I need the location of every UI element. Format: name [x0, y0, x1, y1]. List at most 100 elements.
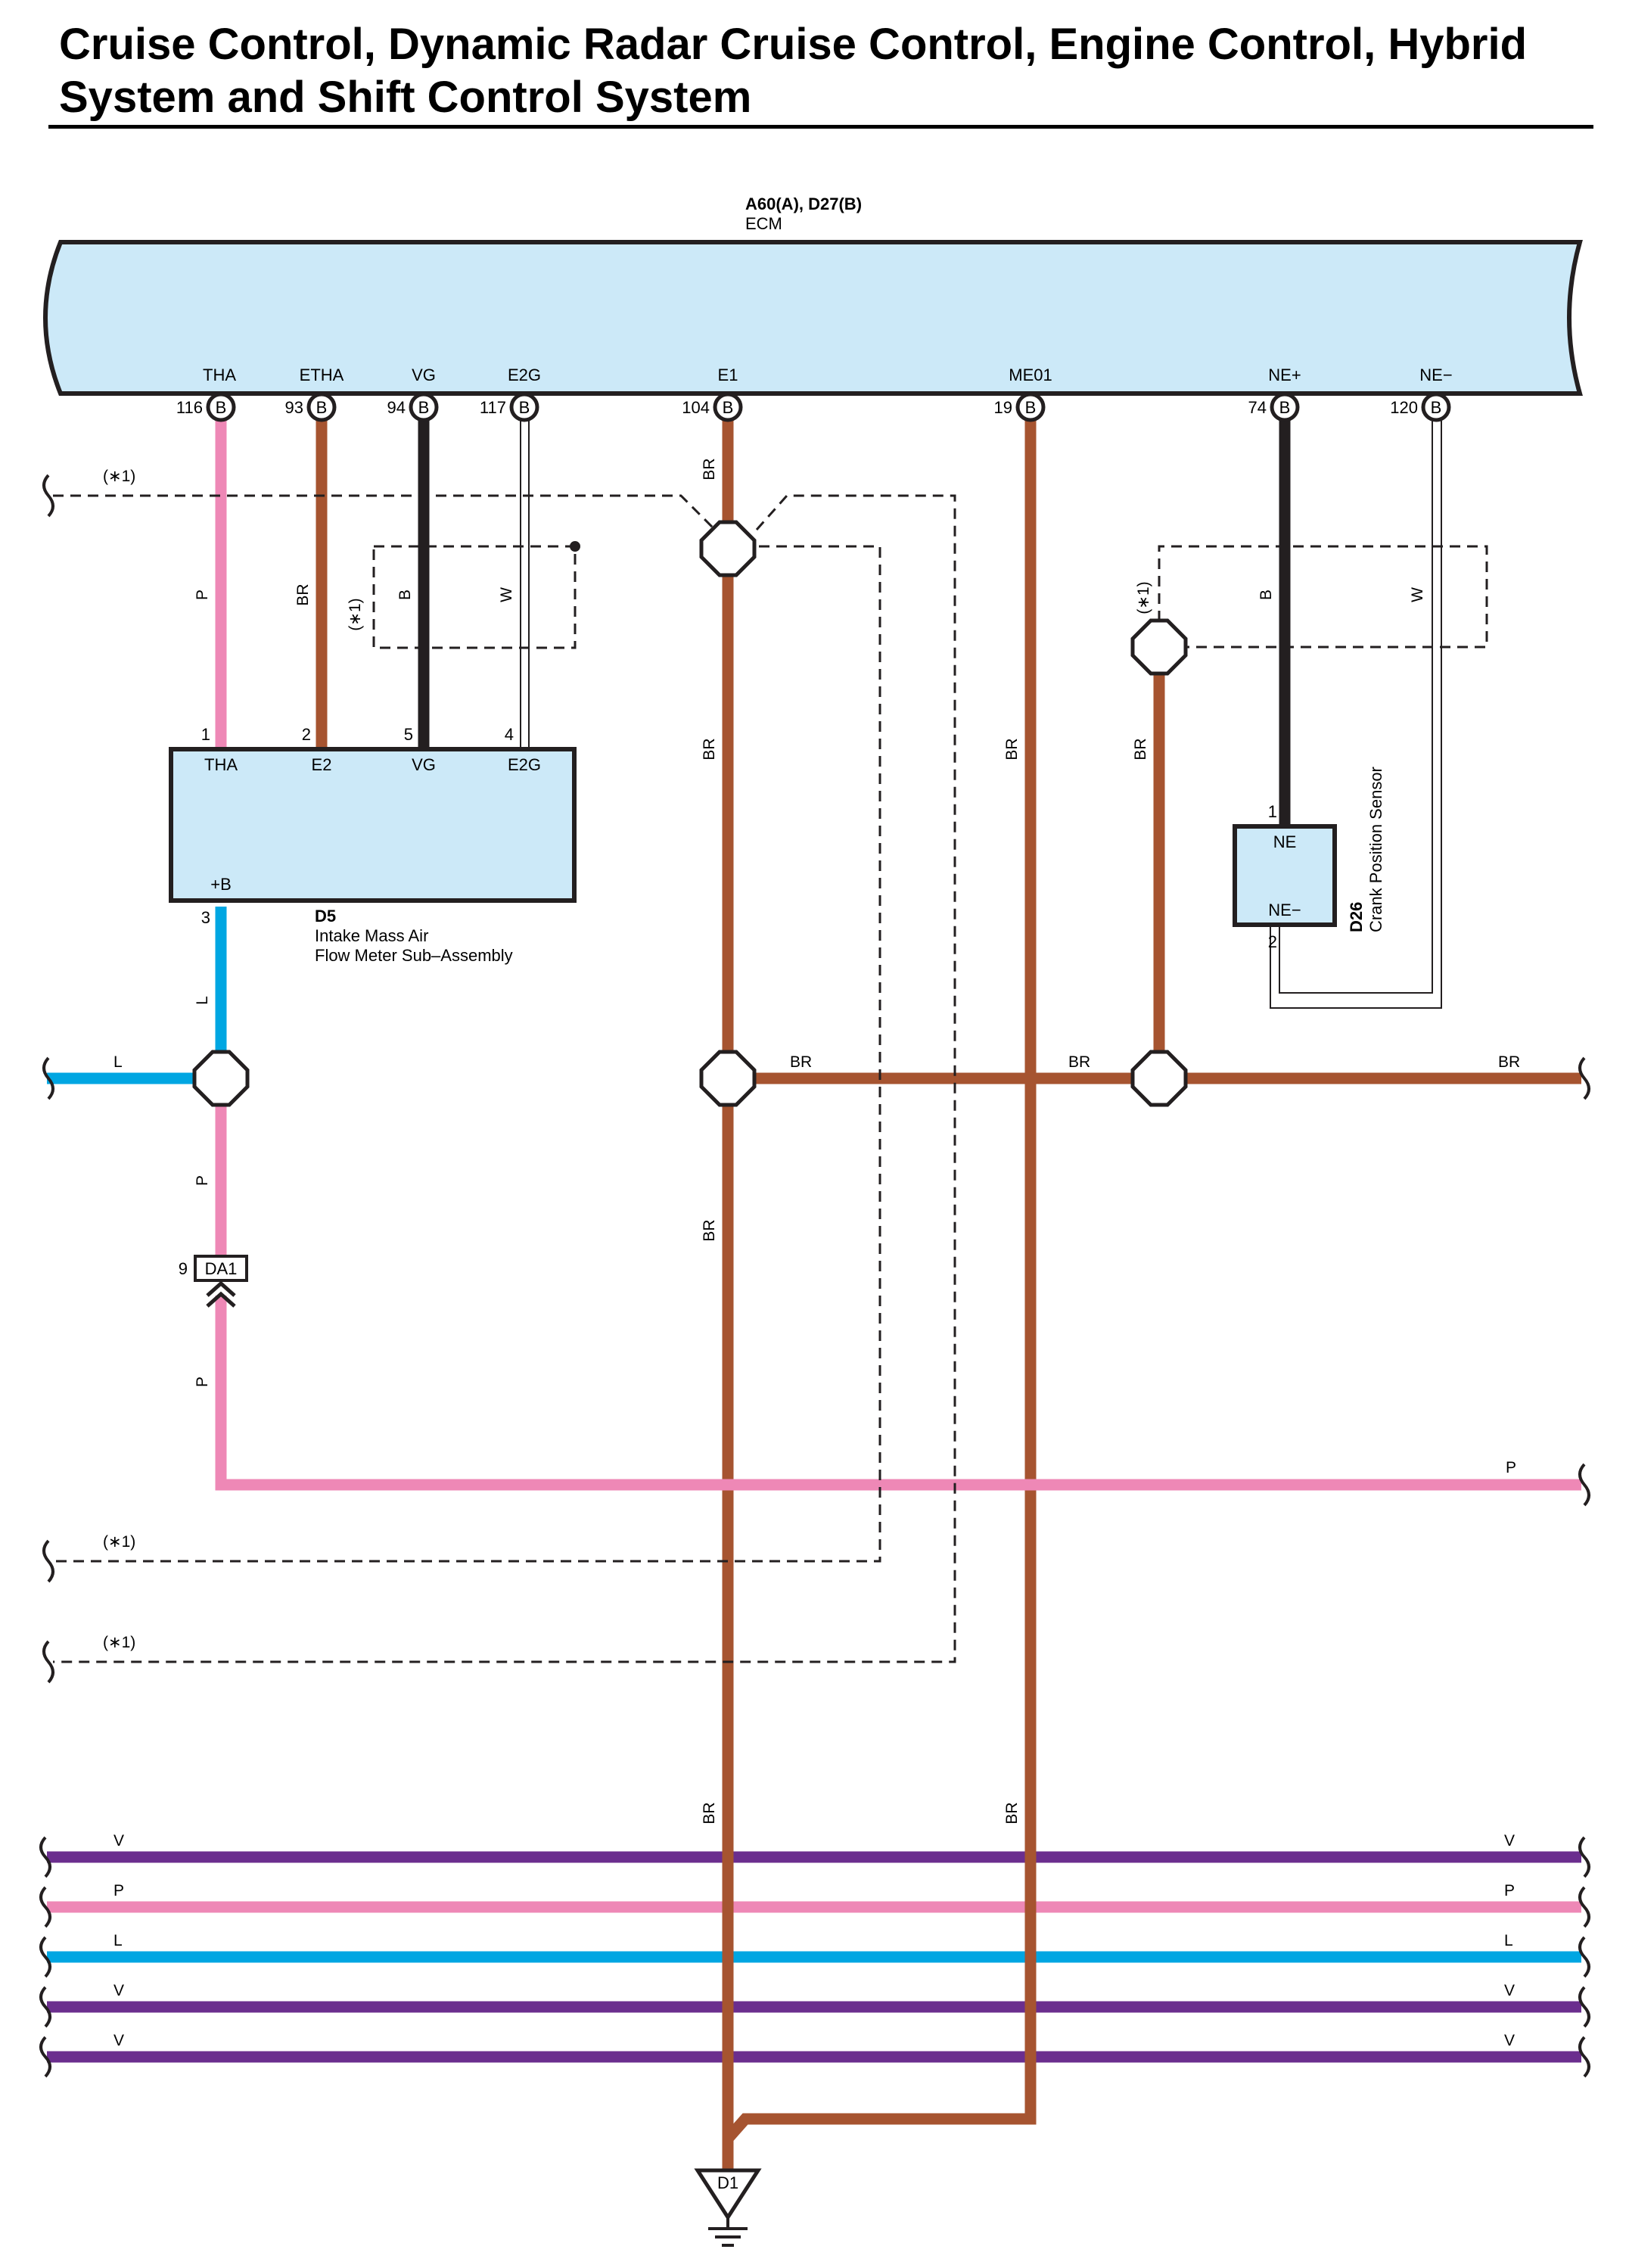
note-2: (∗1) [103, 1533, 135, 1551]
svg-text:B: B [723, 398, 734, 417]
svg-text:E2G: E2G [508, 755, 541, 774]
wc-bus3-right: L [1504, 1932, 1513, 1949]
d26-box [1233, 824, 1337, 927]
ecm-terminal-etha: ETHA [300, 366, 344, 384]
wc-bus1-left: V [113, 1832, 124, 1850]
wc-e1-br-top: BR [701, 458, 718, 480]
d26-pin-ne-label: NE [1273, 832, 1297, 851]
d26-pin-ne-minus-label: NE− [1268, 901, 1301, 919]
svg-text:B: B [519, 398, 530, 417]
wc-etha-br: BR [294, 583, 312, 605]
svg-text:B: B [1279, 398, 1291, 417]
title-rule [48, 125, 1593, 129]
break-marks-left [42, 474, 54, 1684]
wc-me01-br-bottom: BR [1003, 1802, 1021, 1824]
ecm-terminal-vg: VG [412, 366, 436, 384]
d5-box [169, 747, 577, 903]
svg-text:THA: THA [204, 755, 238, 774]
bus-break-marks [39, 1836, 1590, 2078]
svg-text:74: 74 [1248, 398, 1267, 417]
wc-bus1-right: V [1504, 1832, 1515, 1850]
wc-shield-br: BR [1132, 738, 1149, 760]
svg-text:117: 117 [480, 398, 506, 417]
page-title: Cruise Control, Dynamic Radar Cruise Con… [59, 20, 1527, 122]
ecm-terminal-me01: ME01 [1009, 366, 1052, 384]
d26-name: Crank Position Sensor [1366, 767, 1385, 932]
wc-e1-br-bottom: BR [701, 1802, 718, 1824]
wc-p-upper: P [194, 1175, 211, 1186]
wc-p-lower: P [194, 1377, 211, 1387]
svg-text:VG: VG [412, 755, 436, 774]
svg-text:E2: E2 [312, 755, 332, 774]
svg-text:B: B [1025, 398, 1037, 417]
svg-text:120: 120 [1390, 398, 1418, 417]
break-marks-right [1578, 1056, 1590, 1507]
wc-bus5-right: V [1504, 2032, 1515, 2049]
wc-plus-b-l: L [194, 996, 211, 1005]
svg-text:B: B [1431, 398, 1442, 417]
ecm-terminal-tha: THA [203, 366, 236, 384]
svg-text:2: 2 [302, 725, 311, 744]
wc-bus4-left: V [113, 1982, 124, 1999]
ecm-pin-circles [206, 392, 1451, 422]
ecm-terminal-ne-minus: NE− [1419, 366, 1452, 384]
wc-bus2-left: P [113, 1882, 124, 1899]
da1-pin: 9 [179, 1259, 188, 1278]
ecm-connectors: A60(A), D27(B) [745, 194, 862, 213]
svg-text:B: B [316, 398, 328, 417]
wire-ne-minus-w-b [1270, 415, 1442, 1009]
ecm-terminal-e1: E1 [718, 366, 738, 384]
da1-chevron-2 [206, 1291, 236, 1308]
d5-name-line2: Flow Meter Sub–Assembly [315, 946, 513, 965]
wc-l-in: L [113, 1053, 123, 1071]
d26-pin2-number: 2 [1268, 932, 1277, 951]
ecm-pin-numbers: 116 93 94 117 104 19 74 120 [176, 398, 1418, 417]
bottom-buses [47, 1851, 1581, 2063]
shield-dashed [53, 494, 1488, 1663]
note-4: (∗1) [347, 598, 364, 630]
d5-name-line1: Intake Mass Air [315, 926, 428, 945]
wc-me01-br-mid: BR [1003, 738, 1021, 760]
ecm-pin-conn-letters: B B B B B B B B [216, 398, 1442, 417]
svg-text:94: 94 [387, 398, 406, 417]
ground-id: D1 [717, 2173, 738, 2192]
svg-text:B: B [216, 398, 227, 417]
note-5: (∗1) [1135, 581, 1152, 614]
wc-p-out: P [1506, 1459, 1516, 1476]
wire-ne-minus-w-a [1279, 415, 1433, 994]
wc-ne-minus-w: W [1409, 587, 1426, 602]
svg-text:116: 116 [176, 398, 203, 417]
wc-ne-plus-b: B [1258, 590, 1275, 600]
ground-triangle [694, 2168, 762, 2221]
wc-e1-br-mid: BR [701, 738, 718, 760]
svg-text:1: 1 [201, 725, 210, 744]
da1-box [194, 1255, 248, 1282]
svg-text:93: 93 [285, 398, 303, 417]
ecm-terminal-ne-plus: NE+ [1268, 366, 1301, 384]
wc-bus2-right: P [1504, 1882, 1515, 1899]
svg-text:19: 19 [994, 398, 1012, 417]
wc-e2g-w: W [498, 587, 515, 602]
d26-pin1-number: 1 [1268, 802, 1277, 821]
wc-bus3-left: L [113, 1932, 123, 1949]
d5-pin-labels: THA E2 VG E2G +B [204, 755, 541, 894]
d5-pin-numbers: 1 2 5 4 3 [201, 725, 514, 927]
svg-text:B: B [418, 398, 430, 417]
wc-bus4-right: V [1504, 1982, 1515, 1999]
ecm-box [43, 240, 1583, 396]
splice-octagons [192, 520, 1188, 1107]
svg-text:3: 3 [201, 908, 210, 927]
wc-bus5-left: V [113, 2032, 124, 2049]
wc-e1-br-low: BR [701, 1219, 718, 1241]
svg-text:+B: +B [210, 875, 232, 894]
svg-text:104: 104 [682, 398, 710, 417]
ecm-terminal-e2g: E2G [508, 366, 541, 384]
da1-id: DA1 [205, 1259, 238, 1278]
shield-junction-dot [570, 541, 580, 552]
wc-bus-br-3: BR [1498, 1053, 1520, 1071]
d5-id: D5 [315, 907, 336, 926]
wc-tha-p: P [194, 590, 211, 600]
svg-text:5: 5 [404, 725, 413, 744]
wire-p-out [215, 1296, 1581, 1491]
